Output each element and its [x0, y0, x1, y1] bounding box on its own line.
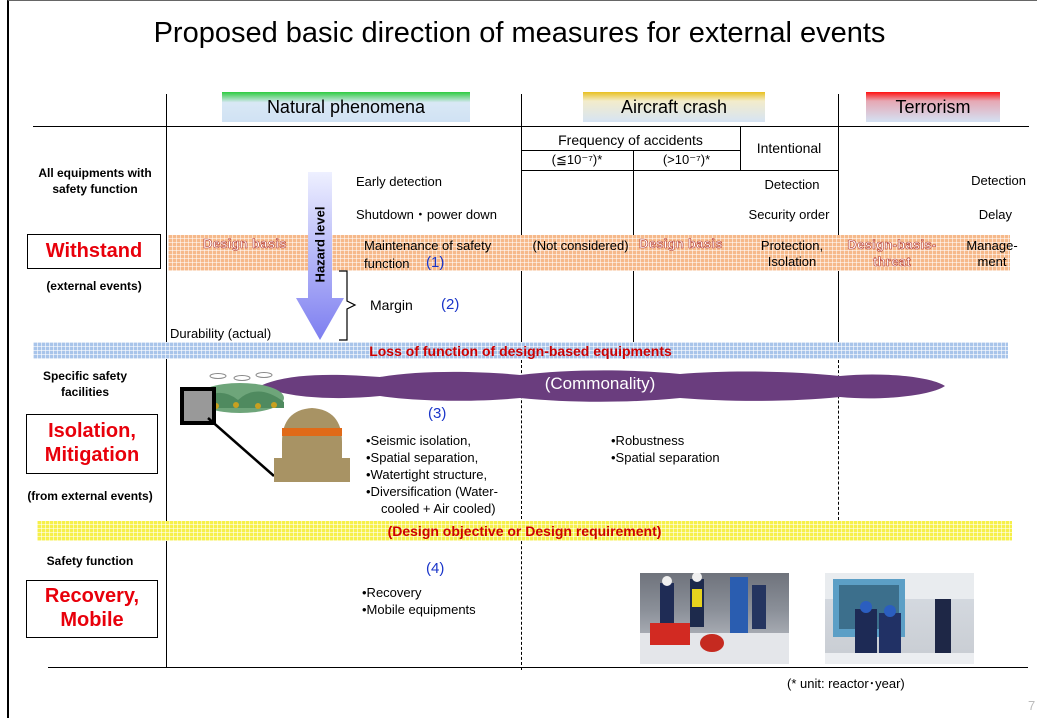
number-4: (4)	[426, 560, 445, 577]
frequency-bottom-rule	[521, 170, 838, 171]
header-aircraft-crash: Aircraft crash	[583, 92, 765, 122]
withstand-box: Withstand	[27, 234, 161, 269]
number-1: (1)	[426, 254, 445, 271]
shutdown-power-down: Shutdown・power down	[356, 207, 497, 222]
loss-of-function-band	[33, 342, 1008, 359]
not-considered: (Not considered)	[532, 238, 629, 253]
robustness: •Robustness	[611, 433, 685, 448]
spatial-separation-aircraft: •Spatial separation	[611, 450, 720, 465]
intentional-divider	[740, 126, 741, 170]
terrorism-detection: Detection	[971, 173, 1026, 188]
header-rule	[33, 126, 1029, 127]
natural-aircraft-divider	[521, 94, 522, 342]
hazard-level-label-wrap: Hazard level	[300, 200, 340, 290]
mobile-equipments-item: •Mobile equipments	[362, 602, 476, 617]
recovery-item: •Recovery	[362, 585, 422, 600]
all-equipments-label: All equipments with safety function	[38, 166, 152, 196]
recovery-photo-2	[825, 573, 974, 664]
management: Manage- ment	[966, 238, 1018, 269]
diversification: •Diversification (Water-	[366, 484, 498, 499]
number-3: (3)	[428, 405, 447, 422]
hazard-level-label: Hazard level	[312, 206, 328, 283]
intentional-detection: Detection	[764, 177, 820, 192]
seismic-isolation: •Seismic isolation,	[366, 433, 471, 448]
header-natural-phenomena: Natural phenomena	[222, 92, 470, 122]
terrorism-delay: Delay	[978, 207, 1012, 222]
row-label-divider	[166, 94, 167, 667]
aircraft-terrorism-dashed	[838, 360, 839, 520]
recovery-photo-2-art	[825, 573, 974, 664]
page-title: Proposed basic direction of measures for…	[153, 17, 886, 49]
header-terrorism: Terrorism	[866, 92, 1000, 122]
withstand-sub-label: (external events)	[46, 279, 142, 293]
isolation-sub-label: (from external events)	[27, 489, 153, 503]
recovery-box: Recovery, Mobile	[26, 580, 158, 638]
withstand-label: Withstand	[45, 240, 143, 262]
commonality-cloud	[260, 370, 945, 402]
slide-frame	[7, 0, 1037, 718]
hazard-level-arrow	[296, 172, 344, 340]
design-objective-text: (Design objective or Design requirement)	[387, 523, 662, 539]
isolation-box: Isolation, Mitigation	[26, 414, 158, 474]
recovery-photo-1-art	[640, 573, 789, 664]
frequency-high: (>10⁻⁷)*	[662, 152, 711, 167]
durability-label: Durability (actual)	[170, 326, 272, 341]
intentional-label: Intentional	[756, 140, 822, 156]
natural-aircraft-dashed	[521, 360, 522, 670]
recovery-photo-1	[640, 573, 789, 664]
specific-facilities-label: Specific safety facilities	[42, 369, 128, 399]
footnote: (* unit: reactor･year)	[787, 676, 905, 691]
frequency-low: (≦10⁻⁷)*	[551, 152, 603, 167]
aircraft-terrorism-divider	[838, 94, 839, 342]
safety-function-label: Safety function	[46, 554, 134, 568]
margin-label: Margin	[370, 297, 413, 313]
frequency-label: Frequency of accidents	[558, 132, 703, 148]
facility-illustration	[180, 372, 350, 482]
number-2: (2)	[441, 296, 460, 313]
security-order: Security order	[748, 207, 830, 222]
early-detection: Early detection	[356, 174, 442, 189]
loss-of-function-text: Loss of function of design-based equipme…	[369, 343, 672, 359]
diversification-cont: cooled + Air cooled)	[381, 501, 496, 516]
frequency-rule	[521, 150, 740, 151]
bottom-rule	[48, 667, 1028, 668]
page-number: 7	[1028, 698, 1036, 713]
design-basis-threat: Design-basis-threat	[847, 237, 937, 270]
maintenance-line1: Maintenance of safety	[364, 238, 492, 253]
maintenance-line2: function	[364, 256, 410, 271]
spatial-separation-natural: •Spatial separation,	[366, 450, 479, 465]
commonality-text: (Commonality)	[544, 374, 656, 393]
watertight-structure: •Watertight structure,	[366, 467, 488, 482]
margin-bracket	[339, 270, 357, 341]
aircraft-design-basis: Design basis	[639, 236, 723, 252]
recovery-label: Recovery, Mobile	[44, 585, 140, 631]
isolation-label: Isolation, Mitigation	[44, 420, 140, 466]
natural-design-basis: Design basis	[203, 236, 287, 252]
protection-isolation: Protection, Isolation	[760, 238, 824, 269]
design-objective-band	[37, 521, 1012, 541]
